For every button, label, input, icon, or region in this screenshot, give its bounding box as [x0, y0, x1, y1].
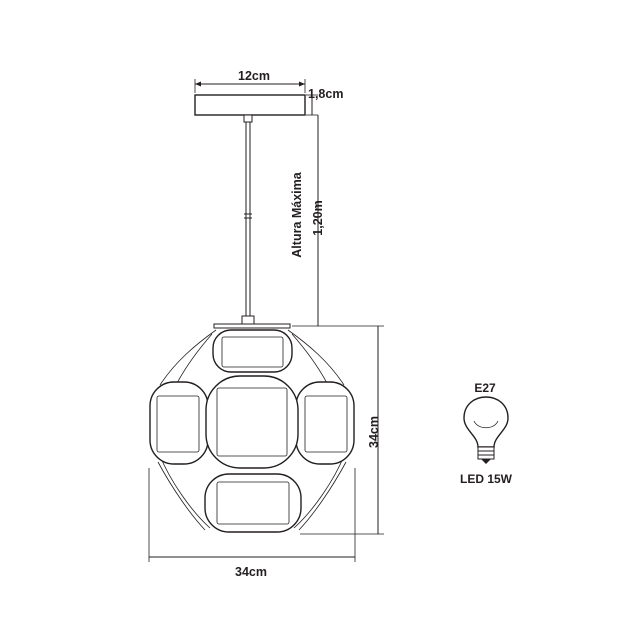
bulb-socket-label: E27: [474, 381, 496, 395]
lamp-height-label: 34cm: [367, 416, 381, 448]
canopy-body: [194, 94, 306, 116]
max-height-dimension: Altura Máxima 1,20m: [290, 115, 325, 326]
suspension-cable: [241, 114, 255, 325]
lamp-height-dimension: 34cm: [292, 325, 384, 535]
center-panel: [205, 375, 299, 469]
top-panel: [212, 329, 293, 373]
max-height-value: 1,20m: [311, 200, 325, 235]
canopy-width-dimension: 12cm: [194, 69, 306, 93]
bottom-panel: [204, 473, 302, 533]
canopy-height-label: 1,8cm: [308, 87, 343, 101]
lamp-width-label: 34cm: [235, 565, 267, 579]
max-height-title: Altura Máxima: [290, 171, 304, 257]
bulb-type-label: LED 15W: [460, 472, 513, 486]
canopy-height-dimension: 1,8cm: [306, 87, 343, 116]
canopy-width-label: 12cm: [238, 69, 270, 83]
lamp-width-dimension: 34cm: [148, 468, 356, 579]
ceiling-canopy: [194, 94, 306, 116]
bulb-icon: [463, 396, 509, 448]
lamp-shade: [149, 323, 355, 533]
bulb-illustration: E27 LED 15W: [460, 381, 513, 486]
